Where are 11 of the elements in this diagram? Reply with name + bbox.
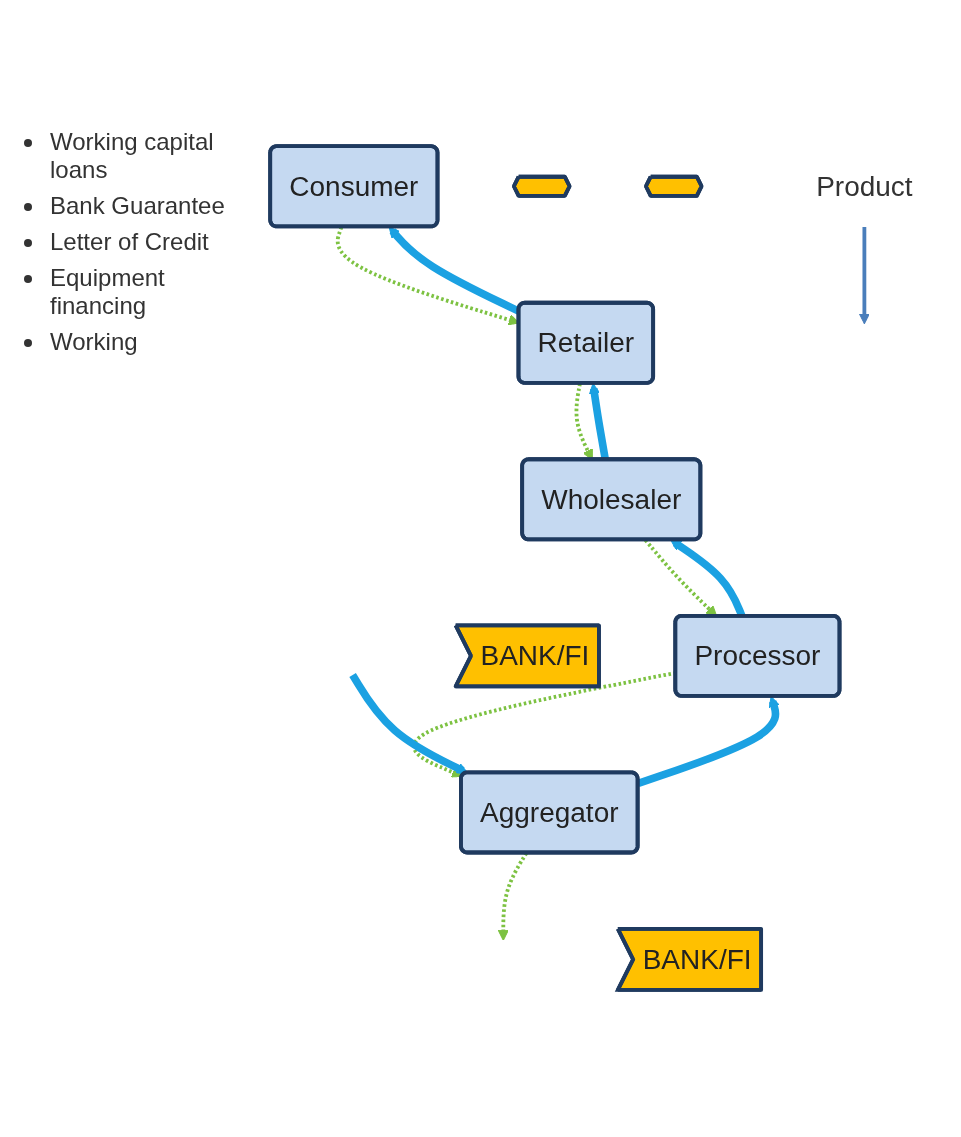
node-text: Product <box>816 170 913 203</box>
arrow <box>858 226 870 325</box>
arrow <box>637 696 780 788</box>
bullet-text: Working capital loans <box>50 128 215 184</box>
bullet-text: Bank Guarantee <box>50 192 225 220</box>
arrow <box>335 226 520 326</box>
bullet-text: Equipment financing <box>50 264 166 320</box>
bullet-text: Letter of Credit <box>50 228 209 256</box>
bullet-text: Working <box>50 328 138 356</box>
arrow <box>497 852 528 942</box>
arrow <box>349 673 468 775</box>
